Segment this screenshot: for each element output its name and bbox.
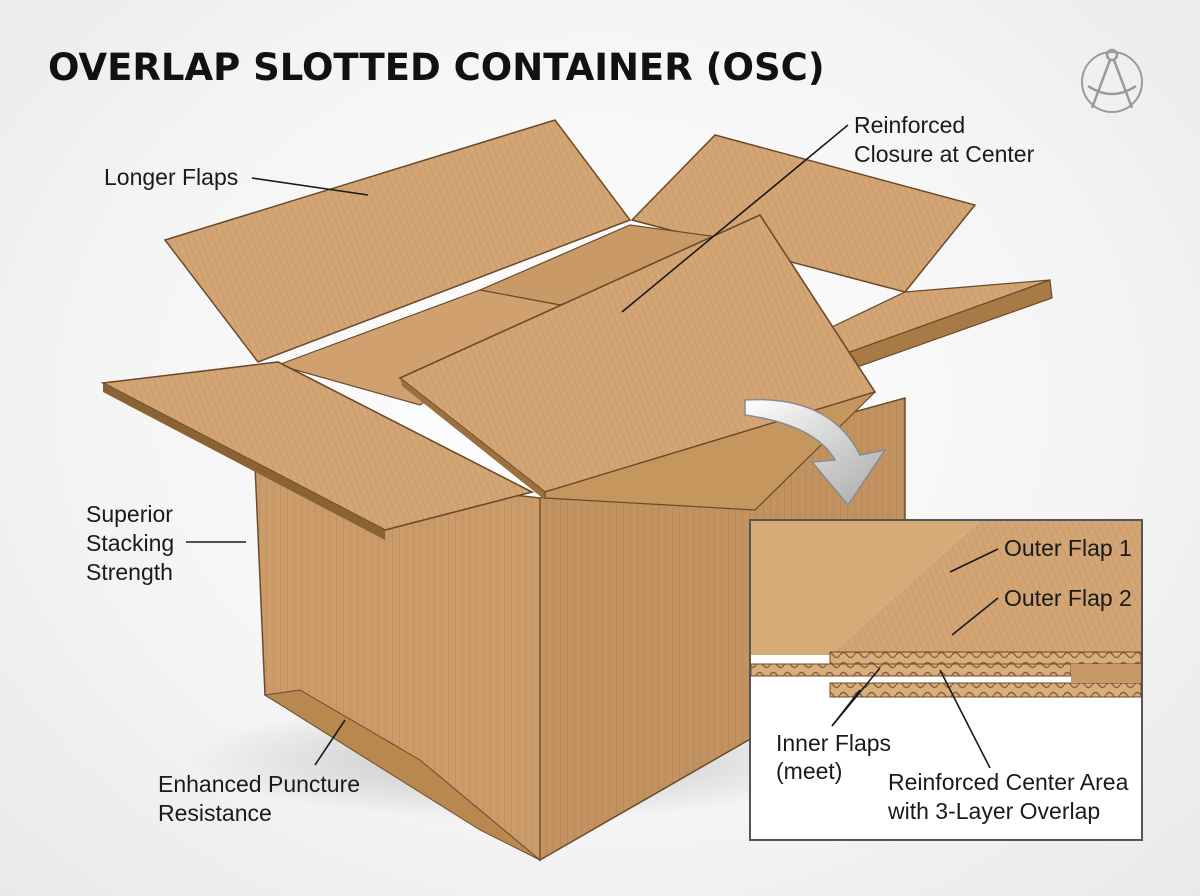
inset-layer-gap xyxy=(1071,664,1141,683)
svg-text:Inner Flaps: Inner Flaps xyxy=(776,730,891,756)
back-left-flap xyxy=(163,119,632,363)
svg-text:Resistance: Resistance xyxy=(158,800,272,826)
svg-text:Superior: Superior xyxy=(86,501,173,527)
svg-text:Reinforced: Reinforced xyxy=(854,112,965,138)
svg-text:Reinforced Center Area: Reinforced Center Area xyxy=(888,769,1129,795)
inset-detail: Outer Flap 1 Outer Flap 2 Inner Flaps (m… xyxy=(749,519,1143,841)
label-longer-flaps: Longer Flaps xyxy=(104,164,369,196)
svg-text:Closure at Center: Closure at Center xyxy=(854,141,1035,167)
inset-layer-top xyxy=(829,651,1142,665)
inset-outer-flaps xyxy=(751,521,1141,655)
label-reinforced-closure: Reinforced Closure at Center xyxy=(621,112,1035,313)
inset-layer-mid xyxy=(750,663,1072,677)
inset-outer-flap-1 xyxy=(751,521,980,655)
svg-text:Outer Flap 2: Outer Flap 2 xyxy=(1004,585,1132,611)
svg-text:(meet): (meet) xyxy=(776,758,842,784)
svg-text:Stacking: Stacking xyxy=(86,530,174,556)
compass-logo-icon xyxy=(1081,48,1143,113)
svg-text:Enhanced Puncture: Enhanced Puncture xyxy=(158,771,360,797)
curved-arrow-icon xyxy=(744,398,887,507)
back-right-flap xyxy=(630,134,977,293)
box-bottom-flap xyxy=(263,689,541,861)
top-flaps xyxy=(100,119,1053,540)
svg-text:Longer Flaps: Longer Flaps xyxy=(104,164,238,190)
svg-text:with 3-Layer Overlap: with 3-Layer Overlap xyxy=(887,798,1100,824)
label-puncture: Enhanced Puncture Resistance xyxy=(158,719,360,826)
label-superior-stacking: Superior Stacking Strength xyxy=(86,501,246,585)
inset-layer-bottom xyxy=(829,682,1142,698)
svg-text:Strength: Strength xyxy=(86,559,173,585)
front-left-flap-edge xyxy=(103,383,385,540)
outer-flap-front-edge xyxy=(400,378,545,500)
svg-text:Outer Flap 1: Outer Flap 1 xyxy=(1004,535,1132,561)
box-body xyxy=(254,397,906,862)
page-title: OVERLAP SLOTTED CONTAINER (OSC) xyxy=(48,46,825,89)
